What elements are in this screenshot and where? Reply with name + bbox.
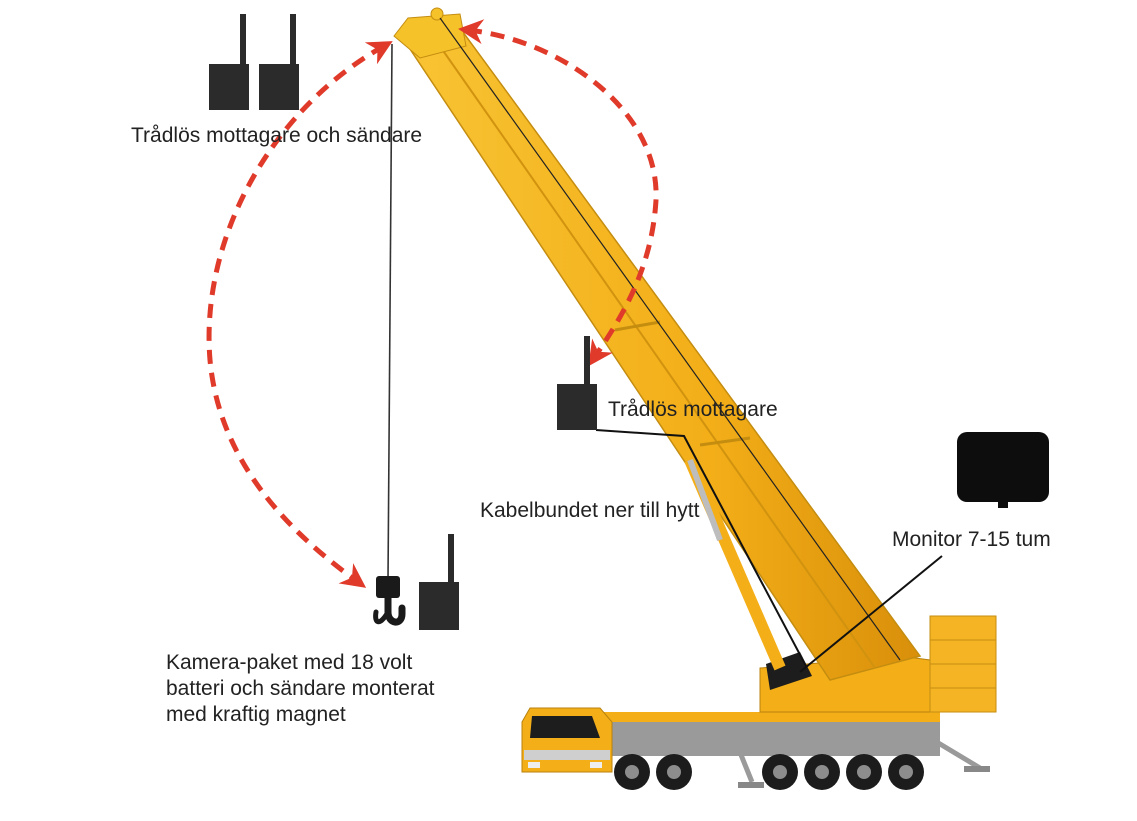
crane-hook-icon [373, 576, 406, 626]
monitor-label: Monitor 7-15 tum [892, 528, 1051, 551]
camera-package-label: Kamera-paket med 18 volt batteri och sän… [166, 650, 435, 728]
receiver-label: Trådlös mottagare [608, 398, 778, 421]
wireless-link-arrow-right [458, 19, 659, 367]
wireless-link-arrow-left [206, 41, 393, 588]
monitor-icon [957, 432, 1049, 508]
radio-unit-icon [259, 14, 299, 110]
camera-label-line-2: batteri och sändare monterat [166, 677, 435, 700]
transceiver-label: Trådlös mottagare och sändare [131, 124, 423, 147]
camera-label-line-3: med kraftig magnet [166, 703, 346, 726]
radio-unit-icon [557, 336, 597, 430]
radio-unit-icon [209, 14, 249, 110]
radio-unit-icon [419, 534, 459, 630]
cabled-label: Kabelbundet ner till hytt [480, 499, 700, 522]
camera-label-line-1: Kamera-paket med 18 volt [166, 651, 413, 674]
